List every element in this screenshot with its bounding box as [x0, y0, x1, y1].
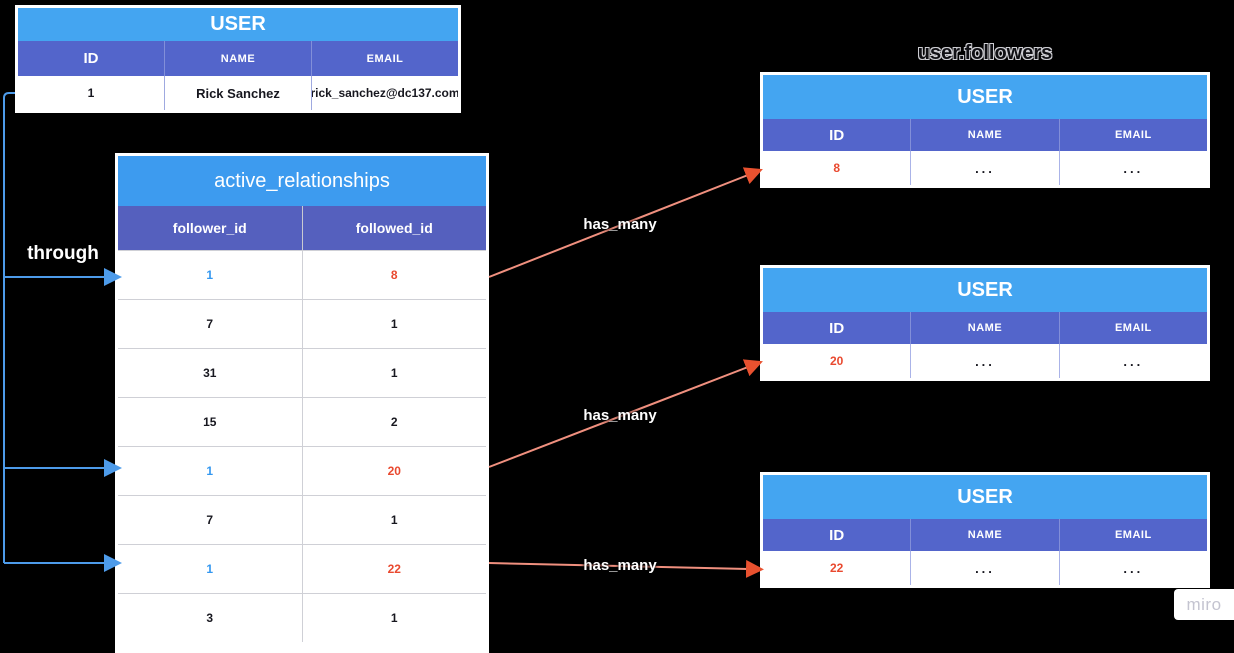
relationships-table[interactable]: active_relationships follower_id followe…: [115, 153, 489, 653]
column-header-row: ID NAME EMAIL: [18, 41, 458, 76]
through-connector[interactable]: [3, 92, 122, 572]
column-header-row: ID NAME EMAIL: [763, 119, 1207, 151]
through-label[interactable]: through: [27, 243, 99, 264]
table-row: 31 1: [118, 348, 486, 397]
cell-email: ...: [1058, 344, 1207, 378]
cell-followed-id: 1: [301, 496, 486, 544]
table-row: 1 Rick Sanchez rick_sanchez@dc137.com: [18, 76, 458, 110]
user-table[interactable]: USER ID NAME EMAIL 1 Rick Sanchez rick_s…: [15, 5, 461, 113]
table-row: 20 ... ...: [763, 344, 1207, 378]
follower-table-2[interactable]: USER ID NAME EMAIL 20 ... ...: [760, 265, 1210, 381]
column-header-email: EMAIL: [1058, 312, 1207, 344]
table-row: 15 2: [118, 397, 486, 446]
cell-name: ...: [910, 551, 1059, 585]
cell-followed-id: 22: [301, 545, 486, 593]
column-header-name: NAME: [910, 119, 1058, 151]
column-header-id: ID: [829, 526, 845, 544]
table-title: USER: [763, 475, 1207, 519]
cell-follower-id: 7: [118, 300, 302, 348]
column-header-row: follower_id followed_id: [118, 206, 486, 250]
column-header-id: ID: [83, 50, 99, 67]
miro-watermark: miro: [1174, 589, 1234, 620]
cell-followed-id: 1: [301, 300, 486, 348]
column-header-name: NAME: [910, 312, 1058, 344]
cell-followed-id: 1: [301, 349, 486, 397]
column-header-row: ID NAME EMAIL: [763, 312, 1207, 344]
table-row: 8 ... ...: [763, 151, 1207, 185]
column-header-email: EMAIL: [1058, 119, 1207, 151]
cell-follower-id: 31: [118, 349, 302, 397]
column-header-name: NAME: [164, 41, 311, 76]
column-header-name: NAME: [910, 519, 1058, 551]
cell-followed-id: 8: [301, 251, 486, 299]
follower-table-1[interactable]: USER ID NAME EMAIL 8 ... ...: [760, 72, 1210, 188]
has-many-label-2[interactable]: has_many: [583, 407, 657, 424]
table-title: USER: [763, 268, 1207, 312]
table-title: USER: [763, 75, 1207, 119]
table-row: 1 22: [118, 544, 486, 593]
followers-caption[interactable]: user.followers: [917, 42, 1053, 64]
cell-email: ...: [1058, 151, 1207, 185]
cell-name: ...: [910, 344, 1059, 378]
follower-table-3[interactable]: USER ID NAME EMAIL 22 ... ...: [760, 472, 1210, 588]
cell-follower-id: 1: [118, 251, 302, 299]
has-many-label-1[interactable]: has_many: [583, 216, 657, 233]
column-header-email: EMAIL: [311, 41, 458, 76]
has-many-label-3[interactable]: has_many: [583, 557, 657, 574]
cell-email: rick_sanchez@dc137.com: [311, 76, 458, 110]
table-row: 7 1: [118, 495, 486, 544]
table-row: 7 1: [118, 299, 486, 348]
cell-name: ...: [910, 151, 1059, 185]
cell-follower-id: 3: [118, 594, 302, 642]
cell-followed-id: 2: [301, 398, 486, 446]
cell-id: 22: [763, 551, 911, 585]
table-row: 1 8: [118, 250, 486, 299]
table-row: 1 20: [118, 446, 486, 495]
column-header-email: EMAIL: [1058, 519, 1207, 551]
cell-email: ...: [1058, 551, 1207, 585]
cell-followed-id: 20: [301, 447, 486, 495]
column-header-row: ID NAME EMAIL: [763, 519, 1207, 551]
table-title: active_relationships: [118, 156, 486, 206]
cell-id: 1: [18, 76, 164, 110]
cell-follower-id: 15: [118, 398, 302, 446]
table-row: 3 1: [118, 593, 486, 642]
column-header-id: ID: [829, 319, 845, 337]
cell-id: 20: [763, 344, 911, 378]
cell-name: Rick Sanchez: [164, 76, 311, 110]
table-title: USER: [18, 8, 458, 41]
cell-follower-id: 7: [118, 496, 302, 544]
column-header-followed-id: followed_id: [301, 206, 487, 250]
cell-follower-id: 1: [118, 447, 302, 495]
table-row: 22 ... ...: [763, 551, 1207, 585]
column-header-id: ID: [829, 126, 845, 144]
cell-follower-id: 1: [118, 545, 302, 593]
cell-followed-id: 1: [301, 594, 486, 642]
column-header-follower-id: follower_id: [172, 220, 247, 236]
cell-id: 8: [763, 151, 911, 185]
